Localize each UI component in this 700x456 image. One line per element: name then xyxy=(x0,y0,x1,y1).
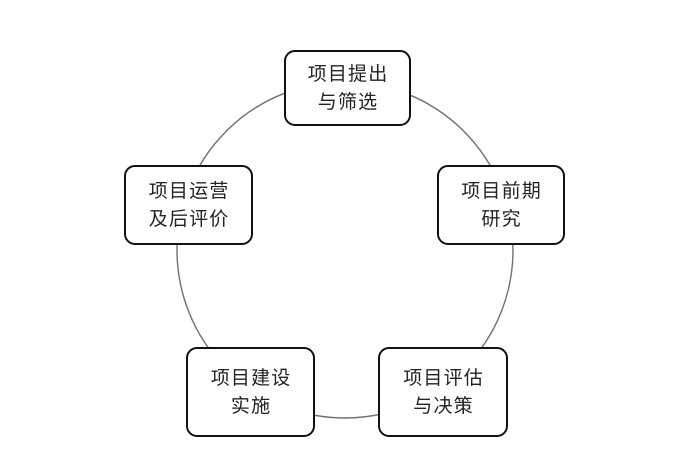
node-label-line-1: 项目建设 xyxy=(210,366,292,389)
node-label-line-2: 实施 xyxy=(230,395,272,417)
node-project-appraisal-decision[interactable]: 项目评估 与决策 xyxy=(378,347,508,437)
node-project-preliminary-research[interactable]: 项目前期 研究 xyxy=(437,165,565,245)
node-label-line-1: 项目评估 xyxy=(403,366,484,389)
node-label-line-2: 研究 xyxy=(481,208,522,230)
node-label-line-1: 项目前期 xyxy=(461,179,542,202)
node-label-line-2: 及后评价 xyxy=(148,208,230,230)
node-project-proposal-screening[interactable]: 项目提出 与筛选 xyxy=(284,50,411,126)
node-label-line-1: 项目运营 xyxy=(148,179,230,202)
node-project-operation-post-evaluation[interactable]: 项目运营 及后评价 xyxy=(124,165,253,245)
node-label-line-1: 项目提出 xyxy=(307,62,389,85)
node-label-line-2: 与决策 xyxy=(413,395,474,417)
node-project-construction-implementation[interactable]: 项目建设 实施 xyxy=(186,347,315,437)
node-label-line-2: 与筛选 xyxy=(317,91,379,113)
